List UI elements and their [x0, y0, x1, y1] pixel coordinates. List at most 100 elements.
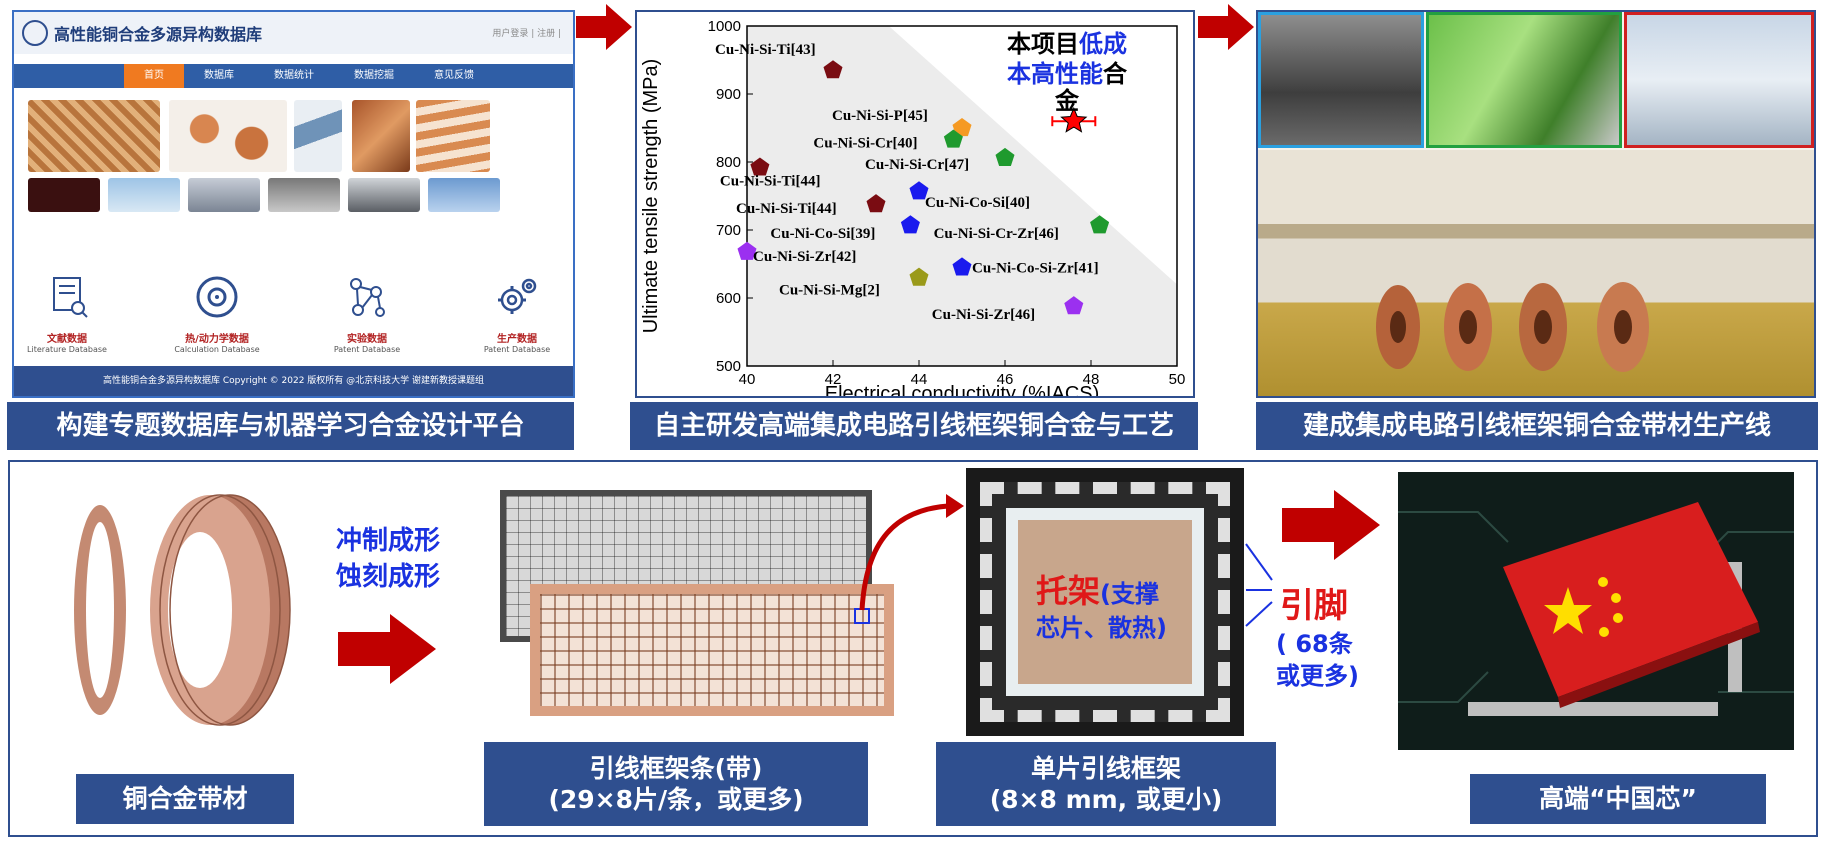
x-tick-label: 40	[739, 371, 756, 388]
y-tick-label: 1000	[708, 18, 741, 35]
caption-top-right: 建成集成电路引线框架铜合金带材生产线	[1256, 402, 1818, 450]
db-footer: 高性能铜合金多源异构数据库 Copyright © 2022 版权所有 @北京科…	[14, 366, 573, 396]
pad-label-red: 托架	[1036, 572, 1101, 610]
arrow-right-icon	[338, 614, 436, 684]
production-line-photos	[1256, 10, 1816, 398]
database-website-screenshot: 高性能铜合金多源异构数据库 用户登录 | 注册 | 首页 数据库 数据统计 数据…	[12, 10, 575, 398]
process-label-etching: 蚀刻成形	[336, 562, 441, 592]
annotation-text-black: 金	[1054, 87, 1080, 115]
y-axis-title: Ultimate tensile strength (MPa)	[640, 59, 662, 334]
application-photo-5	[348, 178, 420, 212]
data-point-label: Cu-Ni-Si-Cr-Zr[46]	[934, 226, 1059, 242]
application-photo-2	[108, 178, 180, 212]
data-point	[909, 181, 929, 200]
caption-single-leadframe: 单片引线框架 (8×8 mm, 或更小)	[936, 742, 1276, 826]
data-point-star	[1060, 106, 1088, 133]
data-point-label: Cu-Ni-Si-P[45]	[832, 108, 928, 124]
data-point-label: Cu-Ni-Si-Zr[46]	[932, 307, 1035, 323]
data-point	[750, 157, 770, 176]
data-point	[900, 215, 920, 234]
caption-top-mid: 自主研发高端集成电路引线框架铜合金与工艺	[630, 402, 1198, 450]
pad-label: 托架(支撑	[1036, 566, 1159, 612]
x-tick-label: 48	[1083, 371, 1100, 388]
caption-line: (29×8片/条，或更多)	[548, 785, 804, 814]
data-point	[995, 147, 1015, 167]
nav-feedback[interactable]: 意见反馈	[434, 70, 474, 81]
chip-drawing	[1398, 502, 1794, 716]
pins-pointer-lines	[1245, 543, 1273, 627]
leadframe-strip-front	[530, 584, 894, 716]
data-point	[909, 267, 929, 286]
caption-china-chip: 高端“中国芯”	[1470, 774, 1766, 824]
y-tick-label: 600	[716, 290, 741, 307]
x-tick-label: 44	[911, 371, 928, 388]
x-tick-label: 46	[997, 371, 1014, 388]
data-point-label: Cu-Ni-Si-Mg[2]	[779, 283, 880, 299]
data-point-label: Cu-Ni-Si-Ti[43]	[715, 42, 816, 58]
caption-line: (8×8 mm, 或更小)	[989, 785, 1223, 814]
card-title: 实验数据	[347, 334, 387, 345]
caption-leadframe-strip: 引线框架条(带) (29×8片/条，或更多)	[484, 742, 868, 826]
plot-frame	[746, 25, 1178, 367]
pins-label-red: 引脚	[1280, 586, 1348, 626]
copper-coils-drawing	[1376, 282, 1649, 372]
db-header: 高性能铜合金多源异构数据库 用户登录 | 注册 |	[14, 12, 573, 54]
data-point-label: Cu-Ni-Si-Ti[44]	[736, 201, 837, 217]
copper-cable-photo	[294, 100, 342, 172]
caption-top-left: 构建专题数据库与机器学习合金设计平台	[7, 402, 574, 450]
gears-icon	[498, 278, 537, 314]
pins-label-blue-1: ( 68条	[1276, 630, 1353, 658]
y-tick-label: 500	[716, 358, 741, 375]
performance-region-shading	[747, 26, 1177, 366]
data-point-label: Cu-Ni-Si-Cr[47]	[865, 157, 969, 173]
svg-text:本项目低成: 本项目低成	[1007, 30, 1127, 58]
data-point	[952, 257, 972, 276]
single-leadframe-image	[966, 468, 1244, 736]
nav-home[interactable]: 首页	[124, 64, 184, 88]
card-production[interactable]: 生产数据 Patent Database	[452, 274, 573, 354]
data-point-label: Cu-Ni-Co-Si[40]	[925, 195, 1030, 211]
card-subtitle: Calculation Database	[174, 345, 260, 354]
network-nodes-icon	[350, 278, 385, 317]
copper-rods-photo	[416, 100, 490, 172]
nav-database[interactable]: 数据库	[204, 70, 234, 81]
arrow-right-icon	[1282, 490, 1380, 560]
data-point	[866, 194, 886, 213]
process-label-stamping: 冲制成形	[336, 526, 441, 556]
target-icon	[196, 276, 238, 318]
x-axis-title: Electrical conductivity (%IACS)	[825, 383, 1100, 396]
plant-hall-photo	[1624, 12, 1814, 148]
card-experiment[interactable]: 实验数据 Patent Database	[302, 274, 432, 354]
data-point	[1064, 296, 1084, 315]
svg-text:本高性能合: 本高性能合	[1007, 60, 1128, 88]
data-point-label: Cu-Ni-Si-Ti[44]	[720, 173, 821, 189]
nav-statistics[interactable]: 数据统计	[274, 70, 314, 81]
rolling-mill-photo	[1426, 12, 1622, 148]
curved-arrow-icon	[859, 494, 964, 611]
caption-copper-strip: 铜合金带材	[76, 774, 294, 824]
data-point-label: Cu-Ni-Si-Cr[40]	[813, 136, 917, 152]
data-point-label: Cu-Ni-Si-Zr[42]	[753, 249, 856, 265]
card-title: 生产数据	[497, 334, 537, 345]
db-login-links[interactable]: 用户登录 | 注册 |	[492, 29, 561, 39]
caption-line: 单片引线框架	[1030, 753, 1181, 783]
copper-parts-photo	[169, 100, 287, 172]
data-point	[737, 241, 757, 260]
copper-leadframe-photo	[28, 100, 160, 172]
application-photo-6	[428, 178, 500, 212]
application-photo-1	[28, 178, 100, 212]
card-calculation[interactable]: 热/动力学数据 Calculation Database	[152, 274, 282, 354]
card-literature[interactable]: 文献数据 Literature Database	[14, 274, 132, 354]
x-tick-label: 50	[1169, 371, 1186, 388]
data-point	[823, 60, 843, 79]
nav-mining[interactable]: 数据挖掘	[354, 70, 394, 81]
annotation-text-blue: 低成	[1078, 30, 1127, 58]
card-title: 文献数据	[47, 334, 87, 345]
furnace-photo	[1258, 12, 1424, 148]
y-tick-label: 800	[716, 154, 741, 171]
y-tick-label: 900	[716, 86, 741, 103]
application-photo-4	[268, 178, 340, 212]
annotation-text-blue: 本高性能	[1007, 60, 1103, 88]
copper-tube-photo	[352, 100, 410, 172]
